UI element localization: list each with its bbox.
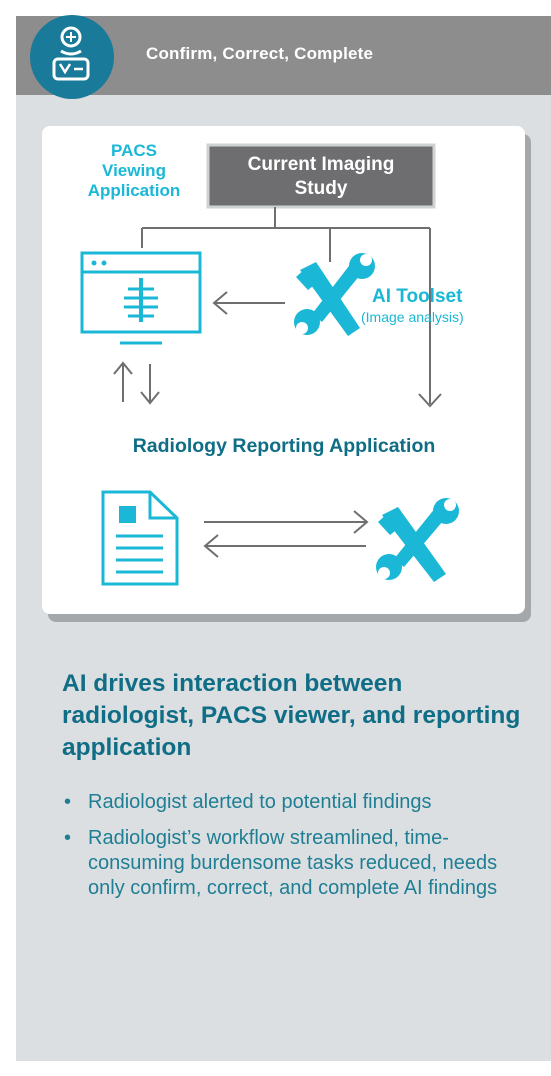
pacs-label-line2: Viewing (102, 161, 166, 180)
bidirectional-arrows (113, 361, 160, 405)
exchange-arrows (203, 510, 369, 558)
connector-lines (141, 207, 431, 404)
ai-toolset-subtitle: (Image analysis) (361, 309, 464, 325)
current-study-box (206, 143, 436, 209)
headline: AI drives interaction between radiologis… (62, 670, 521, 761)
radiologist-badge (30, 15, 114, 99)
ai-toolset-title: AI Toolset (372, 286, 463, 307)
xray-monitor-icon (80, 251, 202, 345)
list-item: • Radiologist alerted to potential findi… (62, 790, 522, 815)
header-title: Confirm, Correct, Complete (146, 44, 374, 63)
bullet-text: Radiologist alerted to potential finding… (88, 791, 432, 813)
radiologist-icon (52, 26, 90, 81)
list-item: • Radiologist’s workflow streamlined, ti… (62, 826, 522, 901)
bullet-text: Radiologist’s workflow streamlined, time… (88, 827, 498, 899)
pacs-label-line3: Application (88, 181, 181, 200)
bullet-dot: • (64, 827, 72, 849)
bullet-dot: • (64, 791, 72, 813)
arrow-down-to-reporting (418, 393, 442, 408)
current-study-line2: Study (295, 178, 348, 199)
document-icon (101, 490, 179, 586)
reporting-label: Radiology Reporting Application (133, 435, 436, 457)
pacs-label-line1: PACS (111, 141, 157, 160)
current-study-line1: Current Imaging (248, 154, 395, 175)
bullet-list: • Radiologist alerted to potential findi… (62, 790, 522, 912)
